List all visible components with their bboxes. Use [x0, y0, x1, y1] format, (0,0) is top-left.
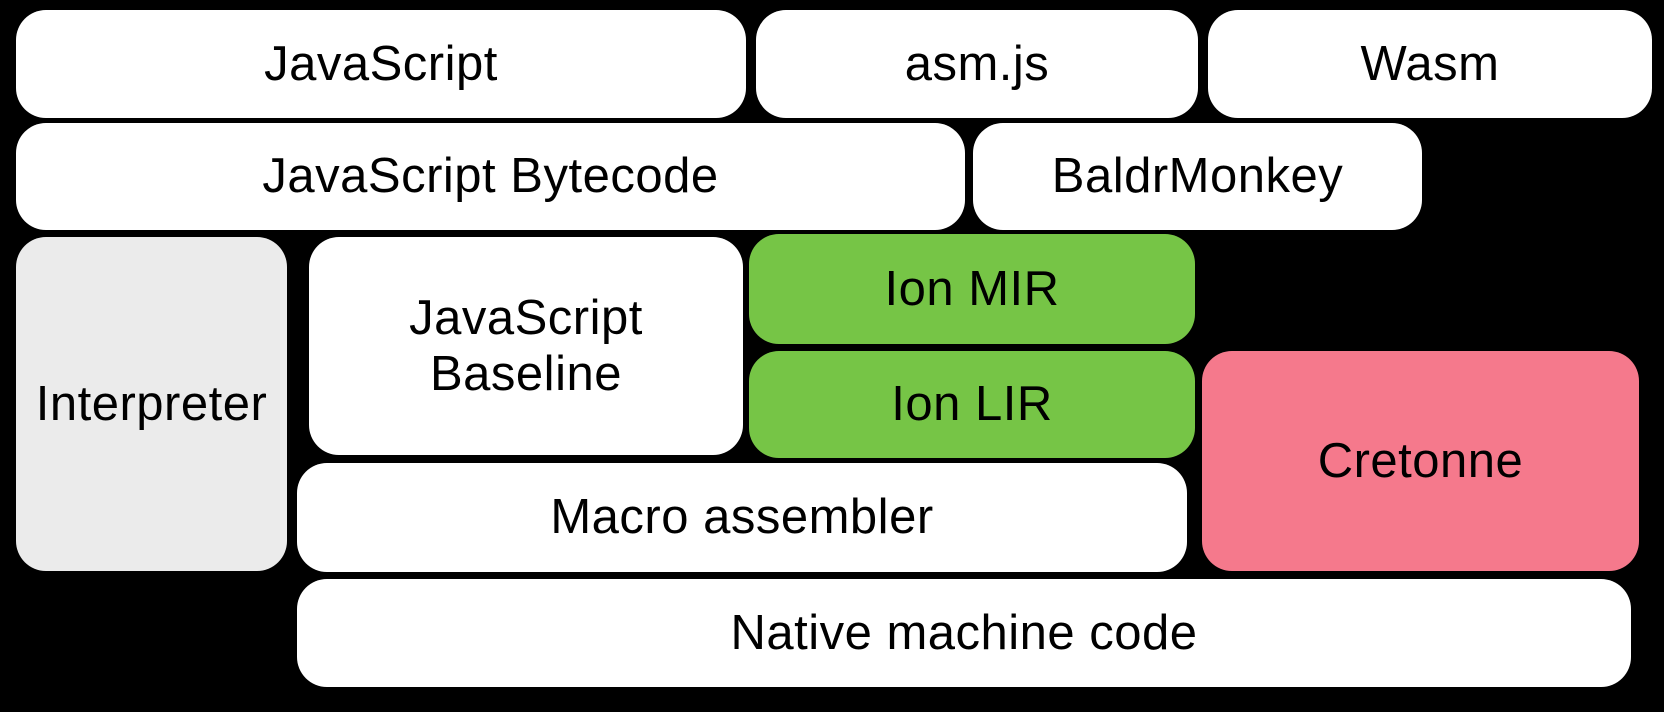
box-macro-assembler: Macro assembler [297, 463, 1187, 572]
box-interpreter-label: Interpreter [35, 376, 268, 431]
box-baldrmonkey: BaldrMonkey [973, 123, 1422, 230]
box-baldrmonkey-label: BaldrMonkey [1051, 149, 1344, 204]
box-javascript-bytecode-label: JavaScript Bytecode [262, 149, 719, 204]
box-ion-lir: Ion LIR [749, 351, 1195, 458]
box-wasm: Wasm [1208, 10, 1652, 118]
box-javascript-baseline: JavaScript Baseline [309, 237, 743, 455]
box-asmjs-label: asm.js [904, 36, 1050, 91]
box-interpreter: Interpreter [16, 237, 287, 571]
box-ion-lir-label: Ion LIR [891, 377, 1053, 432]
box-macro-assembler-label: Macro assembler [550, 490, 934, 545]
box-javascript-bytecode: JavaScript Bytecode [16, 123, 965, 230]
box-javascript-label: JavaScript [264, 36, 498, 91]
box-native-machine-code-label: Native machine code [730, 605, 1198, 660]
box-asmjs: asm.js [756, 10, 1198, 118]
box-cretonne: Cretonne [1202, 351, 1639, 571]
box-wasm-label: Wasm [1360, 36, 1500, 91]
box-cretonne-label: Cretonne [1317, 433, 1524, 488]
box-javascript: JavaScript [16, 10, 746, 118]
box-ion-mir: Ion MIR [749, 234, 1195, 344]
box-javascript-baseline-label: JavaScript Baseline [409, 290, 643, 401]
box-native-machine-code: Native machine code [297, 579, 1631, 687]
box-ion-mir-label: Ion MIR [884, 261, 1060, 316]
